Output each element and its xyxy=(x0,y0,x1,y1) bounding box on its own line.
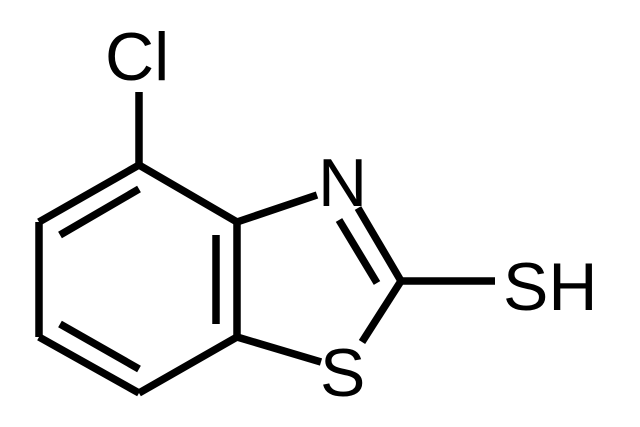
bond-c7-c6 xyxy=(37,333,141,397)
bond-c2-s xyxy=(358,278,405,345)
bond-inner-c5-c4 xyxy=(58,185,141,239)
atom-label-thiol: SH xyxy=(503,249,597,325)
atom-label-chlorine: Cl xyxy=(105,19,169,95)
bond-n-c2 xyxy=(354,206,405,283)
bond-c5-c4 xyxy=(37,161,141,226)
atom-label-sulfur: S xyxy=(320,335,365,411)
bond-c7a-c7 xyxy=(137,333,239,397)
bond-n-c2-double xyxy=(335,218,381,285)
bond-s-c7a xyxy=(235,333,323,366)
bond-c3a-n xyxy=(235,191,319,226)
bond-inner-c7-c6 xyxy=(58,320,141,373)
bond-c4-c3a xyxy=(137,161,239,226)
atom-label-nitrogen: N xyxy=(318,145,367,221)
